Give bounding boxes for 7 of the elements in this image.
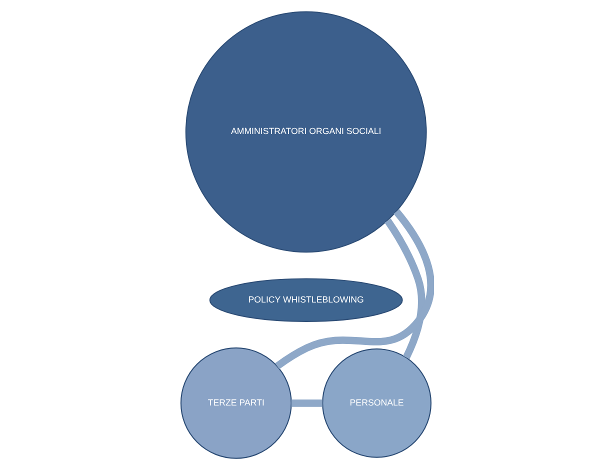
node-circle: PERSONALE <box>322 348 432 458</box>
node-circle: AMMINISTRATORI ORGANI SOCIALI <box>185 11 427 253</box>
node-circle: TERZE PARTI <box>180 347 292 459</box>
node-ellipse: POLICY WHISTLEBLOWING <box>209 278 403 322</box>
connector <box>275 209 434 370</box>
connector <box>384 218 426 360</box>
connector <box>291 399 322 407</box>
